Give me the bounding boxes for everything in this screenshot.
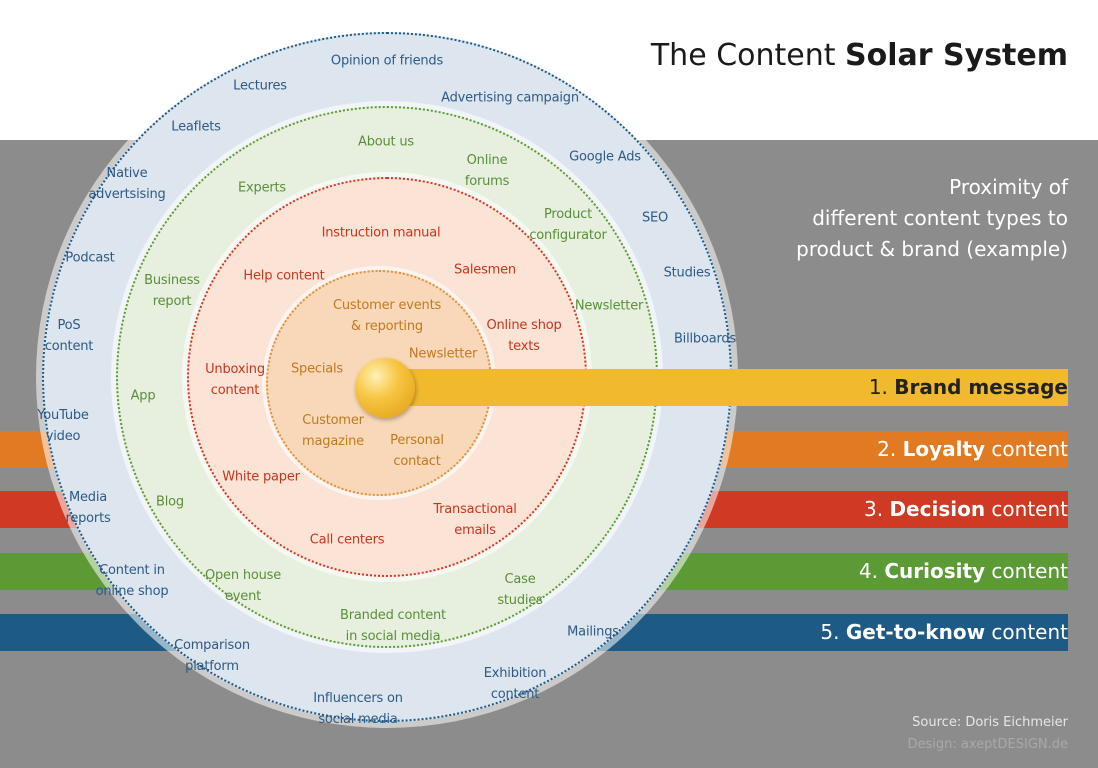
outer-item: Advertising campaign	[441, 90, 579, 106]
outer-item: Mailings	[567, 624, 619, 640]
source-line: Source: Doris Eichmeier	[912, 715, 1068, 730]
orange-item: Specials	[290, 361, 344, 377]
red-item: White paper	[222, 469, 300, 485]
red-item: Instruction manual	[321, 225, 441, 241]
subtitle-line: product & brand (example)	[796, 237, 1068, 261]
green-item: Experts	[238, 180, 286, 196]
source-credit: Source: Doris Eichmeier Design: axeptDES…	[908, 712, 1069, 756]
red-item: Help content	[243, 268, 325, 284]
orange-item: Customer events& reporting	[332, 298, 442, 334]
sun-planet	[355, 358, 415, 418]
orange-item: Newsletter	[408, 346, 478, 362]
outer-item: Google Ads	[569, 149, 641, 165]
red-item: Salesmen	[454, 262, 516, 278]
subtitle-line: different content types to	[812, 206, 1068, 230]
green-item: App	[130, 388, 156, 404]
bar-label-curiosity: 4. Curiosity content	[858, 559, 1068, 583]
red-item: Call centers	[309, 532, 385, 548]
bar-label-brand-message: 1. Brand message	[868, 375, 1068, 399]
outer-item: Podcast	[65, 250, 115, 266]
outer-item: Leaflets	[171, 119, 221, 135]
bar-brand-message	[386, 369, 1068, 406]
green-item: Blog	[156, 494, 184, 510]
outer-item: Billboards	[673, 331, 737, 347]
subtitle: Proximity of different content types to …	[688, 172, 1068, 265]
bar-label-loyalty: 2. Loyalty content	[877, 437, 1068, 461]
bar-label-decision: 3. Decision content	[863, 497, 1068, 521]
outer-item: SEO	[641, 210, 669, 226]
green-item: About us	[358, 134, 414, 150]
bar-label-get-to-know: 5. Get-to-know content	[820, 620, 1068, 644]
subtitle-line: Proximity of	[949, 175, 1068, 199]
outer-item: Studies	[663, 265, 711, 281]
design-line: Design: axeptDESIGN.de	[907, 737, 1069, 752]
green-item: Newsletter	[574, 298, 644, 314]
outer-item: Lectures	[233, 78, 287, 94]
outer-item: Opinion of friends	[330, 53, 444, 69]
page-title: The Content Solar System	[650, 38, 1068, 73]
